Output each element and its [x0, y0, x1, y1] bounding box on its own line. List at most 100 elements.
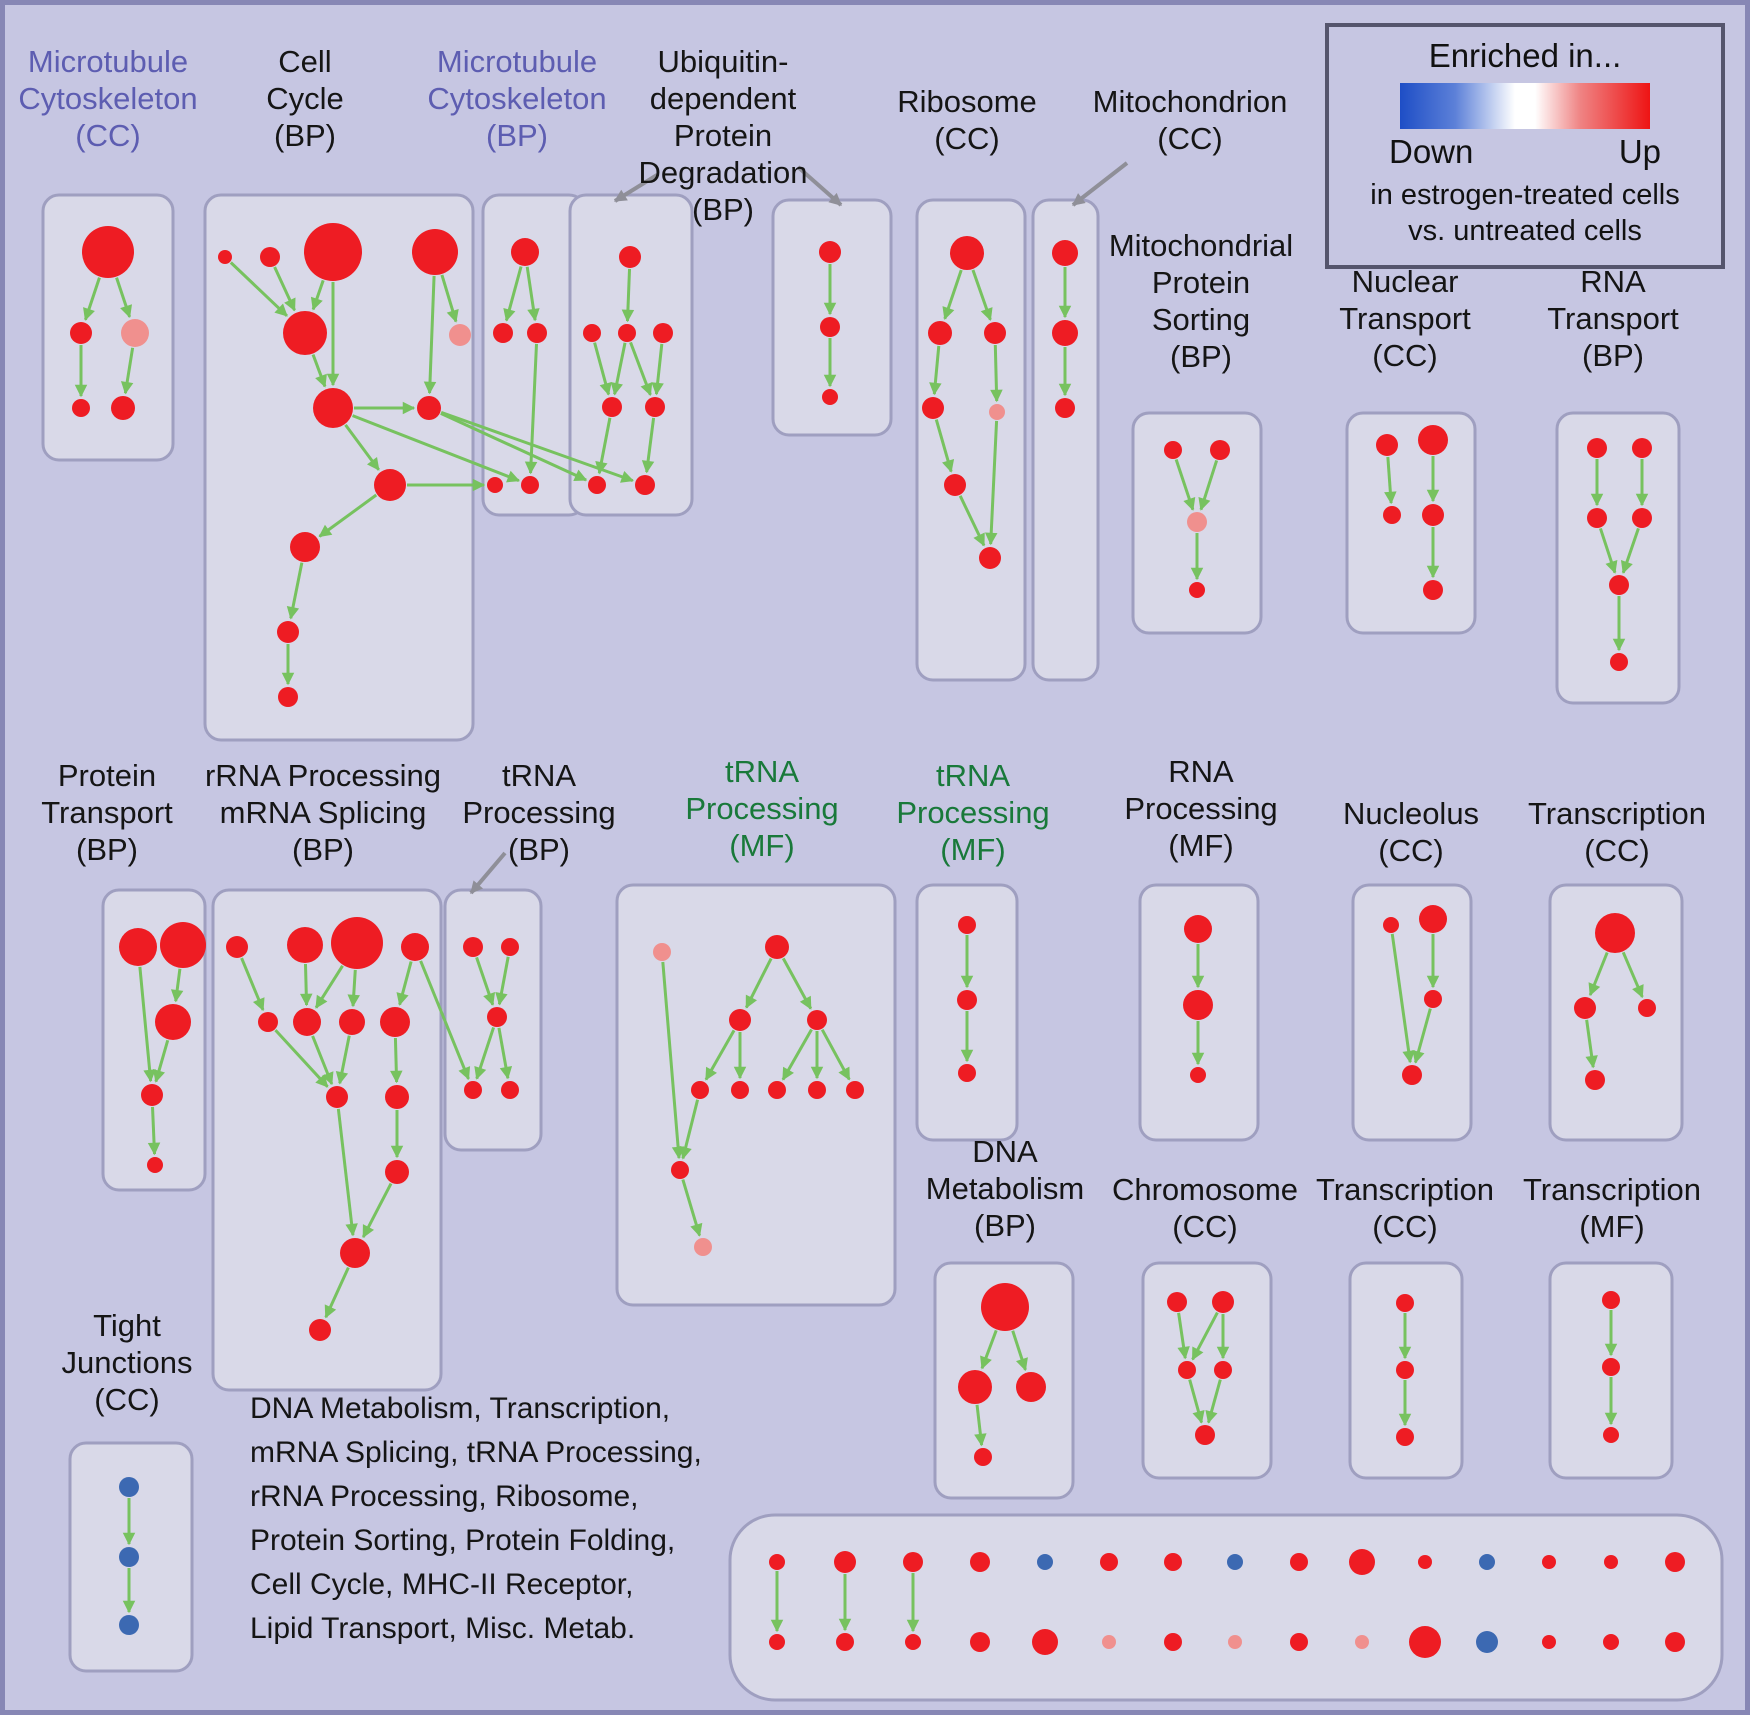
- gene-node-trna-processing-bp-2: [487, 1007, 507, 1027]
- gene-node-cell-cycle-bp-9: [290, 532, 320, 562]
- cluster-box-rna-transport-bp: [1555, 411, 1681, 705]
- gene-node-chromosome-cc-4: [1195, 1425, 1215, 1445]
- gene-node-microtubule-cc-3: [72, 399, 90, 417]
- gene-node-rrna-processing-mrna-splicing-bp-12: [309, 1319, 331, 1341]
- edge-arrow: [1621, 951, 1644, 999]
- edge-arrow: [324, 1266, 350, 1319]
- edge-arrow: [170, 968, 184, 1003]
- edge-arrow: [475, 956, 496, 1006]
- gene-node-transcription-cc-2-0: [1396, 1294, 1414, 1312]
- edge-arrow: [974, 1404, 987, 1447]
- gene-node-misc-cluster-0: [769, 1554, 785, 1570]
- gene-node-nuclear-transport-cc-3: [1422, 504, 1444, 526]
- gene-node-rna-transport-bp-2: [1587, 508, 1607, 528]
- edge-arrow: [83, 277, 101, 321]
- gene-node-trna-processing-mf-1-2: [729, 1009, 751, 1031]
- gene-node-misc-cluster-19: [1032, 1629, 1058, 1655]
- gene-node-transcription-cc-2-2: [1396, 1428, 1414, 1446]
- misc-annotation-text: DNA Metabolism, Transcription, mRNA Spli…: [250, 1392, 702, 1645]
- gene-node-rna-transport-bp-4: [1609, 575, 1629, 595]
- gene-node-ubiquitin-bp-1-6: [588, 476, 606, 494]
- gene-node-trna-processing-mf-2-0: [958, 916, 976, 934]
- gene-node-ubiquitin-bp-1-0: [619, 246, 641, 268]
- gene-node-transcription-cc-1-0: [1595, 913, 1635, 953]
- gene-node-rrna-processing-mrna-splicing-bp-9: [385, 1085, 409, 1109]
- gene-node-misc-cluster-10: [1418, 1555, 1432, 1569]
- edge-arrow: [641, 417, 656, 474]
- cluster-box-ubiquitin-bp-1: [568, 193, 694, 517]
- edge-arrow: [661, 961, 685, 1160]
- cluster-box-dna-metabolism-bp: [933, 1261, 1075, 1500]
- edge-arrow: [310, 279, 325, 311]
- gene-node-microtubule-cc-0: [82, 226, 134, 278]
- edge-arrow: [495, 956, 510, 1006]
- gene-node-misc-cluster-4: [1037, 1554, 1053, 1570]
- edge-arrow: [958, 495, 986, 547]
- gene-node-tight-junctions-cc-2: [119, 1615, 139, 1635]
- gene-node-misc-cluster-13: [1604, 1555, 1618, 1569]
- edge-arrow: [120, 347, 135, 395]
- cluster-box-cell-cycle-bp: [203, 193, 475, 742]
- gene-node-microtubule-bp-4: [521, 476, 539, 494]
- gene-node-rna-processing-mf-1: [1183, 990, 1213, 1020]
- edge-arrow: [1205, 1379, 1222, 1424]
- edge-arrow: [629, 341, 653, 397]
- gene-node-trna-processing-bp-1: [501, 938, 519, 956]
- edge-arrow: [147, 1106, 161, 1156]
- edge-arrow: [1585, 1019, 1598, 1069]
- gene-node-ubiquitin-bp-2-2: [822, 389, 838, 405]
- gene-node-rna-processing-mf-0: [1184, 915, 1212, 943]
- edge-arrow: [1177, 1312, 1190, 1360]
- edge-arrow: [1191, 1311, 1219, 1361]
- edge-arrow: [152, 1039, 170, 1083]
- gene-node-dna-metabolism-bp-0: [981, 1283, 1029, 1331]
- gene-node-protein-transport-bp-2: [155, 1004, 191, 1040]
- gene-node-transcription-mf-0: [1602, 1291, 1620, 1309]
- edge-arrow: [820, 1028, 851, 1081]
- edge-arrow: [595, 417, 612, 475]
- gene-node-rna-transport-bp-5: [1610, 653, 1628, 671]
- gene-node-rna-processing-mf-2: [1190, 1067, 1206, 1083]
- legend-subtitle-1: in estrogen-treated cells: [1370, 179, 1680, 211]
- legend-gradient-bar: [1400, 83, 1650, 129]
- gene-node-trna-processing-mf-2-1: [957, 990, 977, 1010]
- gene-node-microtubule-bp-0: [511, 238, 539, 266]
- edge-arrow: [503, 266, 523, 322]
- edge-arrow: [525, 266, 540, 322]
- edge-arrow: [311, 1035, 334, 1086]
- gene-node-microtubule-bp-3: [487, 477, 503, 493]
- gene-node-misc-cluster-23: [1290, 1633, 1308, 1651]
- gene-node-nucleolus-cc-2: [1424, 990, 1442, 1008]
- gene-node-chromosome-cc-3: [1214, 1361, 1232, 1379]
- gene-node-transcription-cc-1-1: [1574, 997, 1596, 1019]
- edge-arrow: [240, 957, 265, 1012]
- gene-node-misc-cluster-6: [1164, 1553, 1182, 1571]
- gene-node-mitochondrion-cc-2: [1055, 398, 1075, 418]
- gene-node-ubiquitin-bp-1-2: [618, 324, 636, 342]
- gene-node-trna-processing-mf-1-1: [765, 935, 789, 959]
- cluster-box-transcription-cc-1: [1548, 883, 1684, 1142]
- edge-arrow: [1599, 527, 1618, 574]
- cluster-box-trna-processing-mf-1: [615, 883, 897, 1307]
- gene-node-rrna-processing-mrna-splicing-bp-8: [326, 1086, 348, 1108]
- gene-node-mito-protein-sorting-bp-1: [1210, 440, 1230, 460]
- gene-node-trna-processing-mf-1-0: [653, 943, 671, 961]
- gene-node-mito-protein-sorting-bp-2: [1187, 512, 1207, 532]
- gene-node-nuclear-transport-cc-0: [1376, 434, 1398, 456]
- gene-node-transcription-cc-1-3: [1585, 1070, 1605, 1090]
- legend-subtitle-2: vs. untreated cells: [1408, 215, 1642, 247]
- gene-node-misc-cluster-16: [836, 1633, 854, 1651]
- edge-arrow: [344, 423, 380, 471]
- cluster-box-misc-cluster: [728, 1513, 1724, 1702]
- edge-arrow: [1174, 459, 1196, 511]
- gene-node-rna-transport-bp-1: [1632, 438, 1652, 458]
- edge-arrow: [347, 969, 360, 1008]
- gene-node-tight-junctions-cc-0: [119, 1477, 139, 1497]
- gene-node-protein-transport-bp-4: [147, 1157, 163, 1173]
- gene-node-trna-processing-mf-1-3: [807, 1010, 827, 1030]
- cluster-box-ribosome-cc: [915, 198, 1027, 682]
- edge-arrow: [300, 963, 313, 1007]
- edge-arrow: [497, 1027, 513, 1080]
- edge-arrow: [274, 1029, 329, 1088]
- gene-node-misc-cluster-24: [1355, 1635, 1369, 1649]
